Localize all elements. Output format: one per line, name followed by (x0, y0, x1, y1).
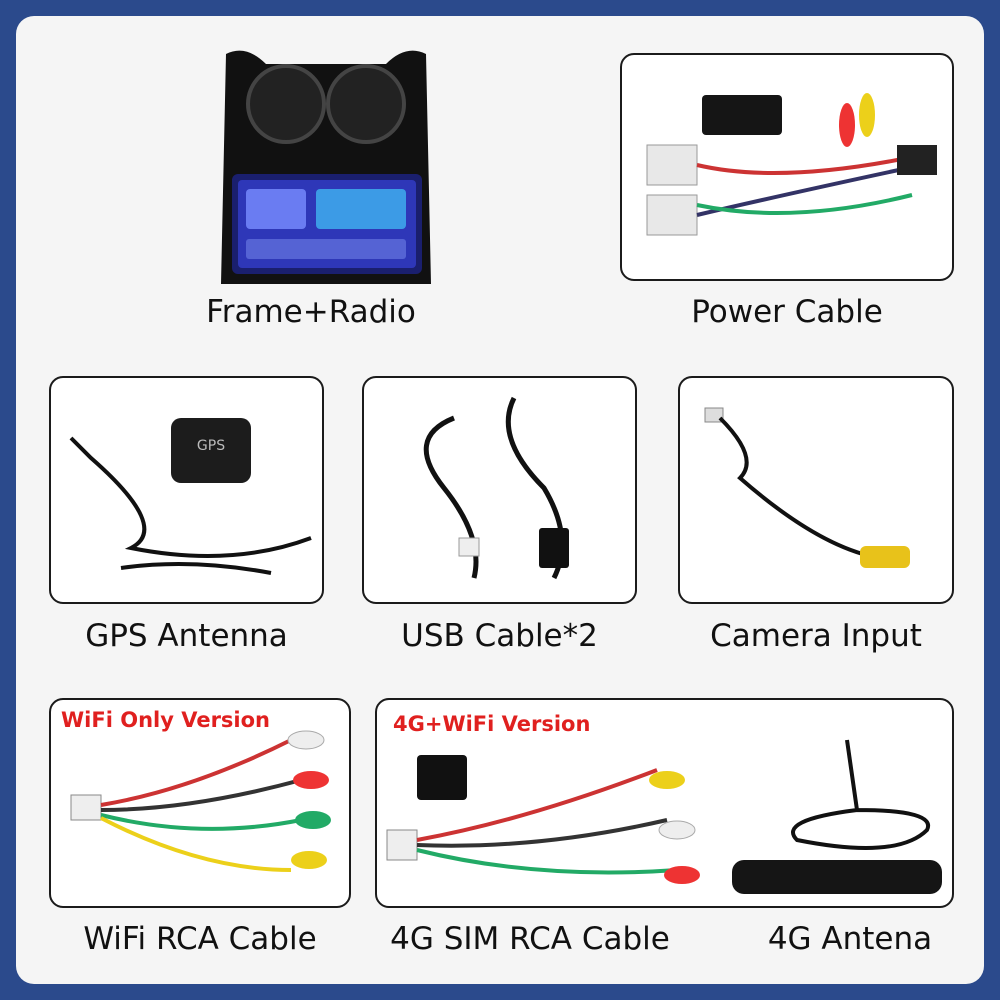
tag-wifi-only: WiFi Only Version (61, 708, 270, 732)
product-sheet: Frame+Radio Power Cable GPS GPS Antenna (16, 16, 984, 984)
4g-rca-illustration (386, 739, 942, 894)
gps-antenna-illustration (69, 418, 312, 575)
usb-cable-illustration (423, 396, 569, 580)
radio-frame-illustration (221, 50, 431, 285)
caption-frame-radio: Frame+Radio (206, 294, 416, 330)
caption-camera-input: Camera Input (710, 618, 922, 654)
caption-4g-antenna: 4G Antena (767, 921, 933, 957)
caption-wifi-rca: WiFi RCA Cable (83, 921, 317, 957)
caption-4g-sim-rca: 4G SIM RCA Cable (390, 921, 670, 957)
panel-camera-input (678, 376, 954, 604)
caption-gps-antenna: GPS Antenna (85, 618, 288, 654)
frame-radio-item (206, 34, 446, 294)
power-cable-illustration (646, 93, 937, 236)
caption-power-cable: Power Cable (691, 294, 883, 330)
panel-usb-cable (362, 376, 637, 604)
panel-wifi-rca: WiFi Only Version (49, 698, 351, 908)
panel-gps-antenna: GPS (49, 376, 324, 604)
wifi-rca-illustration (70, 730, 331, 872)
camera-input-illustration (704, 407, 910, 568)
panel-power-cable (620, 53, 954, 281)
caption-usb-cable: USB Cable*2 (401, 618, 598, 654)
panel-4g-rca-antenna: 4G+WiFi Version (375, 698, 954, 908)
gps-module-label: GPS (196, 438, 226, 454)
tag-4g-wifi: 4G+WiFi Version (393, 712, 591, 736)
